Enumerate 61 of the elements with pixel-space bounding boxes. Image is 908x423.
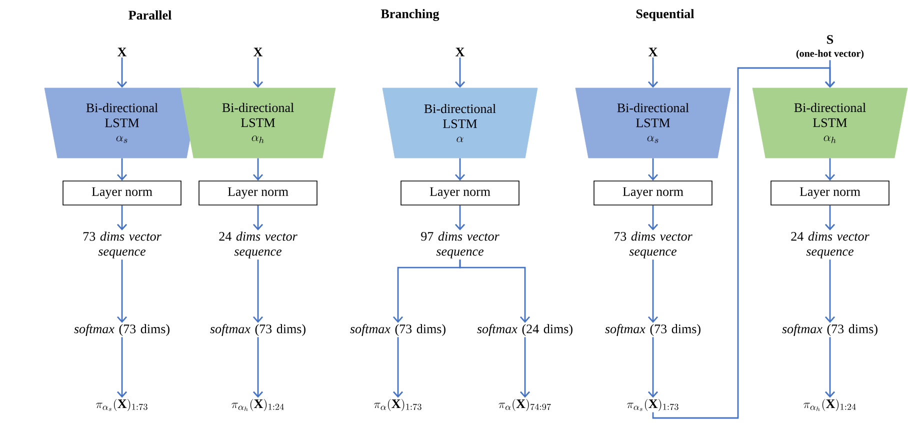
arrow — [824, 158, 836, 181]
arrow — [648, 260, 658, 323]
arrow — [648, 205, 658, 230]
input-label: X — [254, 48, 263, 56]
arrow — [252, 337, 264, 398]
input-label: S (one-hot vector) — [796, 35, 864, 59]
output-text: softmax (73 dims) — [605, 324, 700, 336]
section-title: Parallel — [128, 10, 172, 20]
arrow — [824, 337, 836, 398]
output-text: softmax (24 dims) — [477, 324, 572, 336]
arrow — [117, 158, 128, 181]
layer-norm-box: Layer norm — [400, 180, 520, 206]
output-formula: $\pi_{\alpha_h}(\mathbf{X})_{1:24}$ — [232, 399, 284, 411]
arrow — [252, 260, 264, 323]
arrow — [117, 205, 128, 230]
arrow — [648, 158, 658, 181]
layer-norm-box: Layer norm — [594, 180, 712, 206]
arrow — [824, 205, 836, 230]
section-title: Branching — [380, 9, 440, 21]
arrow — [117, 57, 128, 88]
layer-norm-box: Layer norm — [198, 180, 318, 206]
arrow — [459, 260, 530, 323]
output-formula: $\pi_{\alpha}(\mathbf{X})_{1:73}$ — [374, 399, 422, 411]
input-label: X — [456, 48, 465, 56]
output-text: softmax (73 dims) — [210, 324, 306, 336]
layer-norm-box: Layer norm — [770, 180, 890, 206]
lstm-trapezoid: Bi-directional LSTM $\alpha_h$ — [180, 88, 336, 158]
lstm-trapezoid: Bi-directional LSTM $\alpha_s$ — [575, 88, 731, 158]
arrow — [252, 205, 264, 230]
output-formula: $\pi_{\alpha_s}(\mathbf{X})_{1:73}$ — [96, 399, 148, 411]
arrow — [648, 337, 658, 398]
arrow — [252, 158, 264, 181]
arrow — [117, 337, 128, 398]
output-text: 24 dims vector sequence — [791, 232, 870, 258]
output-text: softmax (73 dims) — [782, 324, 878, 336]
output-text: softmax (73 dims) — [350, 324, 446, 336]
output-text: 97 dims vector sequence — [421, 232, 500, 258]
arrow — [648, 57, 658, 88]
input-label: X — [648, 48, 658, 56]
output-text: 73 dims vector sequence — [614, 232, 692, 258]
layer-norm-box: Layer norm — [62, 180, 182, 206]
arrow — [454, 158, 466, 181]
arrow — [392, 337, 404, 398]
arrow — [253, 57, 264, 88]
lstm-trapezoid: Bi-directional LSTM $\alpha_h$ — [752, 88, 908, 158]
lstm-trapezoid: Bi-directional LSTM $\alpha_s$ — [44, 88, 200, 158]
output-formula: $\pi_{\alpha_h}(\mathbf{X})_{1:24}$ — [804, 399, 856, 411]
input-label: X — [118, 48, 127, 56]
arrow — [117, 260, 128, 323]
arrow — [824, 60, 836, 88]
lstm-trapezoid: Bi-directional LSTM $\alpha$ — [382, 88, 538, 158]
output-text: 24 dims vector sequence — [219, 232, 298, 258]
arrow — [520, 337, 530, 398]
output-formula: $\pi_{\alpha_s}(\mathbf{X})_{1:73}$ — [627, 399, 678, 411]
output-text: softmax (73 dims) — [74, 324, 170, 336]
arrow — [824, 260, 836, 323]
output-formula: $\pi_{\alpha}(\mathbf{X})_{74:97}$ — [498, 399, 551, 411]
arrow — [454, 57, 466, 88]
section-title: Sequential — [636, 9, 694, 21]
output-text: 73 dims vector sequence — [84, 232, 162, 258]
arrow — [454, 205, 466, 230]
